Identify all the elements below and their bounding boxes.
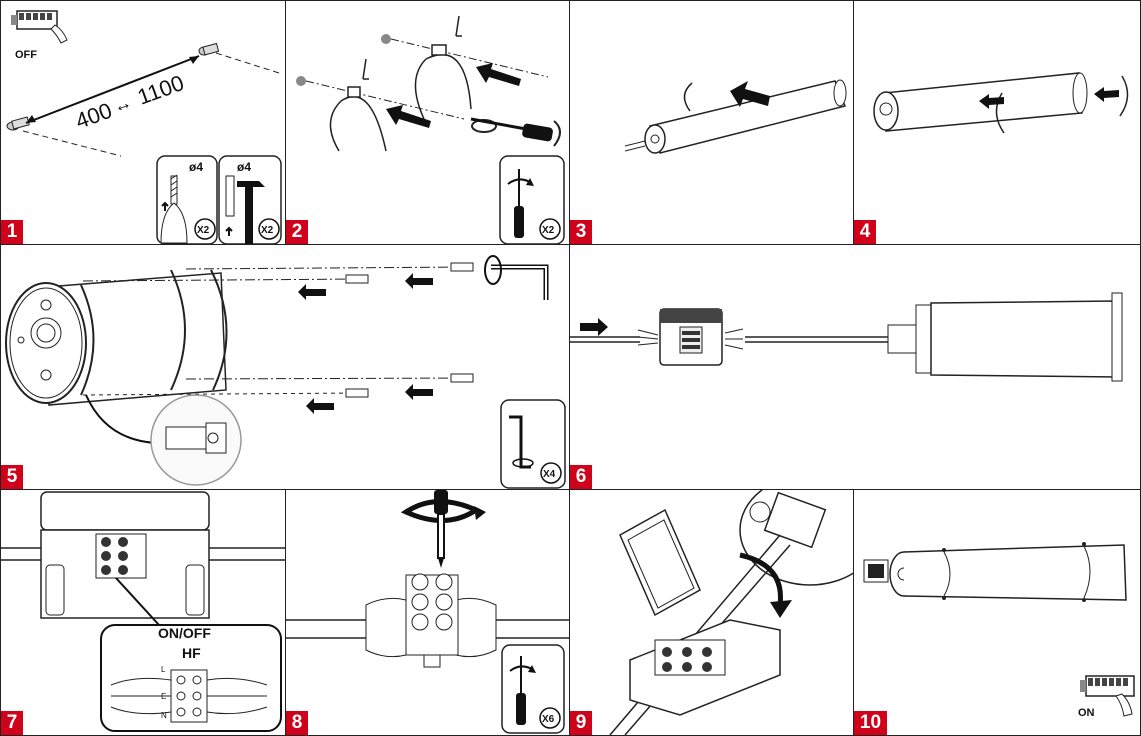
bracket-bottom [329,58,387,152]
mode-sub-label: HF [182,645,201,661]
step-9-panel: 9 [569,489,854,736]
allen-key-icon [484,255,549,300]
drill-size-label: ø4 [189,160,203,174]
step-6-panel: 6 [569,244,1141,490]
plug-qty-label: X2 [261,225,274,236]
step-5-illustration: X4 [5,255,566,489]
terminal-label-n: N [161,711,167,720]
plug-size-label: ø4 [237,160,251,174]
step-2-illustration: X2 [296,15,565,244]
step-5-panel: X4 5 [0,244,570,490]
step-7-illustration: L E N [1,491,285,732]
junction-box [659,308,723,366]
drill-icon [160,174,188,244]
bracket-clip-right [1119,75,1129,117]
switch-on-label: ON [1078,707,1095,719]
bracket-clip-left [995,92,1005,134]
screwdriver-icon [516,656,526,725]
distance-range-arrow: ↔ [111,92,135,117]
step-3-illustration [624,79,847,154]
tool-qty-label: X6 [542,714,555,725]
bracket-ring-2 [170,269,186,391]
step-4-illustration [873,72,1129,134]
cable-gland [749,491,827,549]
drill-guideline-right [215,52,280,74]
screwdriver-icon [434,490,448,568]
bracket-clip [683,82,693,112]
step-3-panel: 3 [569,0,854,245]
step-4-panel: 4 [853,0,1141,245]
step-8-panel: X6 8 [285,489,570,736]
tool-qty-label: X2 [542,225,555,236]
arrow-left-icon [386,105,431,128]
step-10-panel: ON 10 [853,489,1141,736]
bracket-ring-3 [210,269,228,391]
drill-guideline-left [22,130,122,157]
step-1-illustration: 400 ↔ 1100 ø4 X2 ø4 X2 [6,10,282,244]
screwdriver-icon [514,169,524,238]
installed-luminaire [863,542,1127,602]
step-2-number: 2 [286,220,308,244]
step-10-illustration [863,542,1135,717]
step-9-number: 9 [570,711,592,735]
screwdriver-icon [470,117,561,147]
distance-max-label: 1100 [134,70,187,110]
step-7-panel: L E N ON/OFF HF 7 [0,489,286,736]
wall-anchor-right [198,42,220,56]
arrow-right-icon [580,318,608,336]
tube-end-view [5,272,227,406]
arrow-left-icon [405,273,433,289]
power-switch-icon [1080,675,1135,717]
distance-arrow [25,55,200,124]
bracket-ring-1 [80,284,95,396]
step-6-illustration [570,292,1123,382]
terminal-block-wiring [110,669,268,723]
curved-arrow-icon [739,552,792,618]
rotate-icon [512,458,534,468]
wall-anchor-left [6,116,30,131]
step-9-illustration [609,490,853,735]
step-3-number: 3 [570,220,592,244]
step-4-number: 4 [854,220,876,244]
terminal-label-l: L [161,665,166,674]
step-10-number: 10 [854,711,887,735]
hammer-icon [225,175,265,244]
step-5-number: 5 [1,465,23,489]
switch-off-label: OFF [15,49,37,61]
step-7-number: 7 [1,711,23,735]
step-1-number: 1 [1,220,23,244]
step-2-panel: X2 2 [285,0,570,245]
junction-box-open [619,508,781,716]
tube-luminaire [887,292,1123,382]
terminal-label-e: E [161,692,166,701]
tool-qty-label: X4 [543,469,556,480]
rotate-icon [400,499,486,523]
step-1-panel: 400 ↔ 1100 ø4 X2 ø4 X2 OF [0,0,286,245]
step-6-number: 6 [570,465,592,489]
arrow-left-icon [405,384,433,400]
power-switch-icon [11,10,68,44]
arrow-left-icon [476,63,521,86]
terminal-block [365,573,497,668]
tube-luminaire [624,79,847,154]
arrow-left-icon [298,284,326,300]
step-8-number: 8 [286,711,308,735]
arrow-left-icon [979,94,1004,109]
junction-box [40,491,210,619]
drill-qty-label: X2 [197,225,210,236]
arrow-left-icon [306,398,334,414]
mode-label: ON/OFF [158,625,211,641]
arrow-left-icon [1094,87,1119,102]
arrow-left-icon [730,81,770,107]
bracket-top [414,15,472,120]
step-8-illustration: X6 [286,490,569,734]
